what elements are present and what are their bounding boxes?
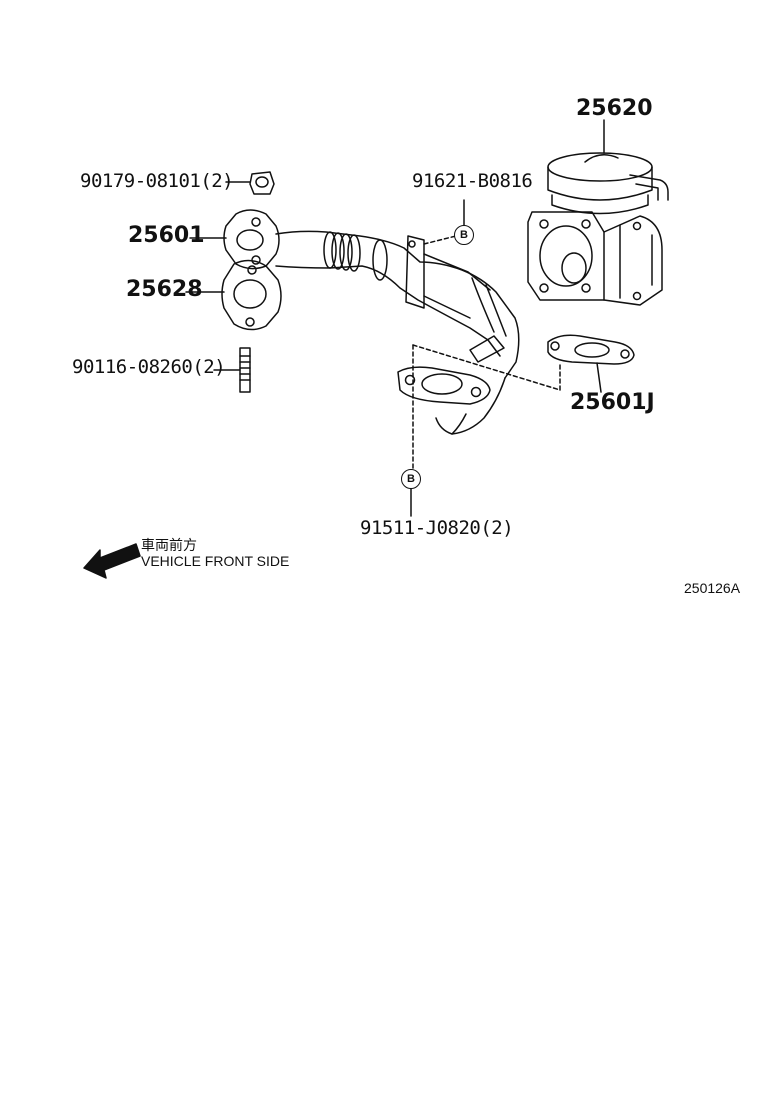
label-25620: 25620: [576, 96, 653, 121]
nut-90179: [249, 171, 275, 195]
direction-note-japanese: 車両前方: [141, 537, 197, 553]
callout-b-upper: B: [454, 225, 474, 245]
label-91621-b0816: 91621-B0816: [412, 170, 533, 192]
callout-b-lower: B: [401, 469, 421, 489]
label-90116-08260: 90116-08260(2): [72, 356, 226, 378]
diagram-code: 250126A: [684, 580, 741, 596]
label-25601j: 25601J: [570, 390, 655, 415]
gasket-25601j: [547, 334, 635, 365]
label-25601: 25601: [128, 223, 205, 248]
egr-valve: [527, 152, 669, 306]
pipe-flange-lower: [397, 366, 491, 405]
stud-90116: [239, 347, 251, 393]
label-25628: 25628: [126, 277, 203, 302]
front-direction-arrow-icon: [83, 543, 141, 579]
gasket-25601: [223, 209, 280, 270]
label-90179-08101: 90179-08101(2): [80, 170, 234, 192]
leader-25601j: [596, 362, 602, 393]
gasket-25628: [221, 259, 282, 331]
assembly-dash-lines: [412, 235, 561, 471]
label-91511-j0820: 91511-J0820(2): [360, 517, 514, 539]
direction-note-english: VEHICLE FRONT SIDE: [141, 553, 290, 569]
egr-pipe: [275, 230, 520, 435]
